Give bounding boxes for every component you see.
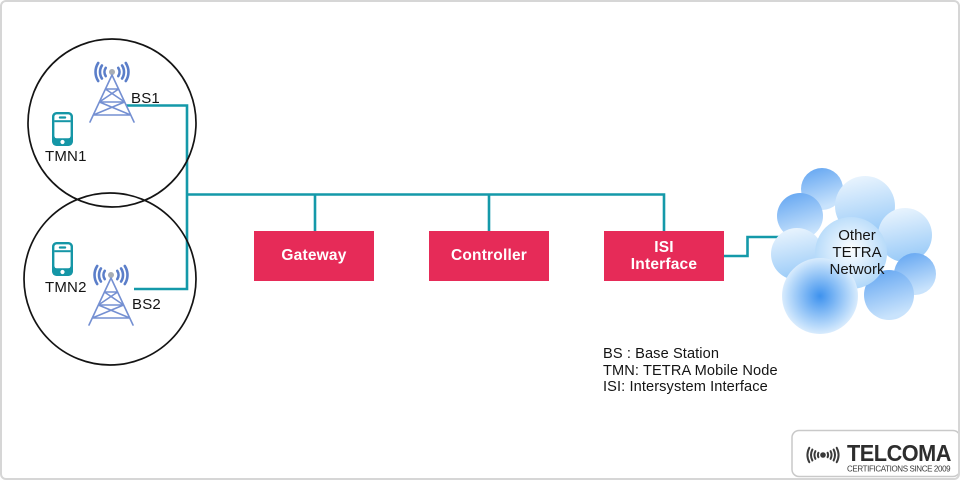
logo-wordmark: TELCOMA bbox=[847, 440, 951, 466]
controller-box: Controller bbox=[429, 231, 549, 281]
legend-tmn: TMN: TETRA Mobile Node bbox=[603, 362, 778, 379]
isi-label-line1: ISI bbox=[654, 238, 674, 256]
telcoma-logo: TELCOMA CERTIFICATIONS SINCE 2009 bbox=[791, 429, 958, 478]
bs2-tower-icon bbox=[87, 264, 135, 327]
gateway-label: Gateway bbox=[281, 247, 347, 265]
network-bus-line bbox=[187, 193, 666, 231]
logo-border bbox=[791, 429, 958, 478]
legend-bs: BS : Base Station bbox=[603, 346, 720, 362]
cloud-link-line bbox=[724, 235, 783, 258]
legend: BS : Base Station TMN: TETRA Mobile Node… bbox=[603, 346, 778, 396]
cell-2-circle bbox=[23, 192, 197, 366]
legend-isi: ISI: Intersystem Interface bbox=[603, 379, 768, 395]
bs1-label: BS1 bbox=[131, 90, 160, 107]
other-tetra-network-label: Other TETRA Network bbox=[797, 227, 917, 278]
cell-1-circle bbox=[27, 38, 197, 208]
cloud-label-line1: Other bbox=[838, 227, 876, 244]
controller-label: Controller bbox=[450, 247, 528, 265]
tmn1-label: TMN1 bbox=[45, 148, 87, 165]
bs1-tower-icon bbox=[88, 61, 136, 124]
isi-label-line2: Interface bbox=[630, 256, 698, 273]
cloud-label-line3: Network bbox=[829, 261, 885, 278]
cloud-label-line2: TETRA bbox=[832, 244, 882, 261]
tmn2-phone-icon bbox=[52, 242, 73, 276]
logo-tagline: CERTIFICATIONS SINCE 2009 bbox=[847, 465, 951, 474]
other-tetra-cloud-icon bbox=[771, 168, 936, 334]
isi-interface-box: ISI Interface bbox=[604, 231, 724, 281]
tmn1-phone-icon bbox=[52, 112, 73, 146]
logo-signal-icon bbox=[806, 446, 840, 464]
gateway-box: Gateway bbox=[254, 231, 374, 281]
bs2-label: BS2 bbox=[132, 296, 161, 313]
tmn2-label: TMN2 bbox=[45, 279, 87, 296]
bs-backbone-line bbox=[126, 104, 189, 291]
